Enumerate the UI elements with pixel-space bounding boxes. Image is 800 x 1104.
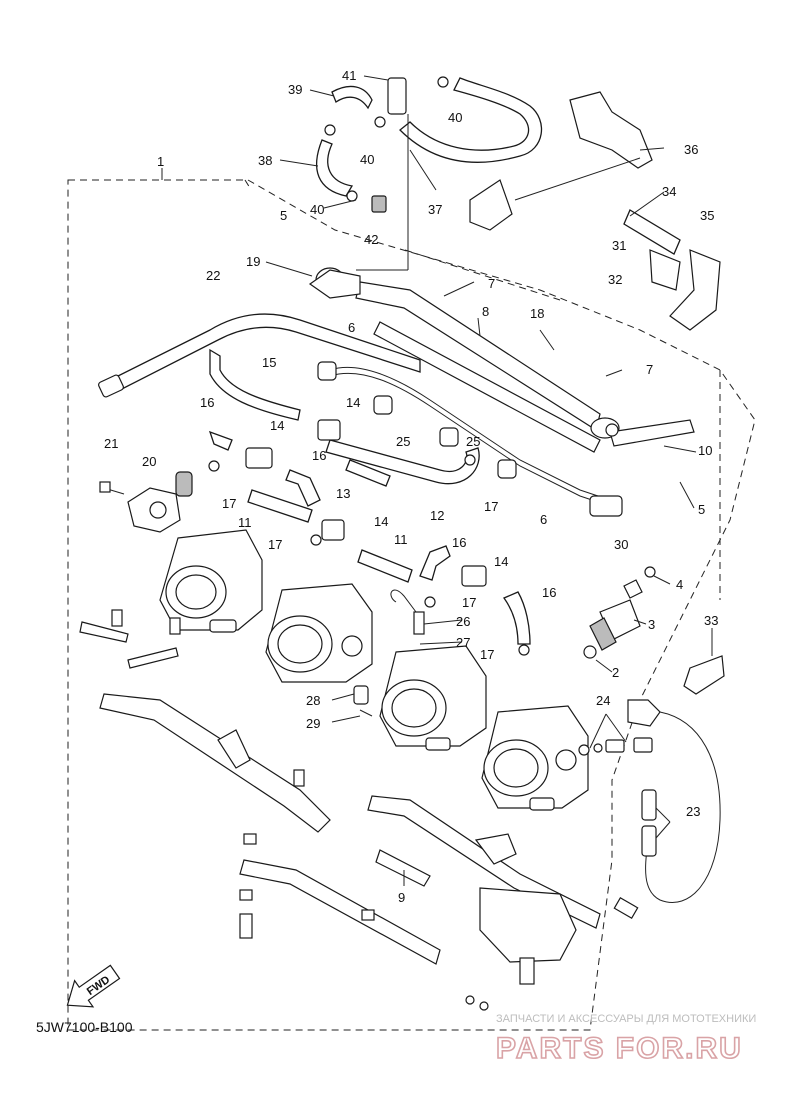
fittings xyxy=(208,419,530,656)
assembly-outline-inner xyxy=(244,179,721,600)
callout-34: 34 xyxy=(662,184,676,199)
callout-15: 15 xyxy=(262,355,276,370)
callout-39: 39 xyxy=(288,82,302,97)
throttle-body-2 xyxy=(265,583,373,683)
callout-31: 31 xyxy=(612,238,626,253)
vacuum-pipe xyxy=(109,313,421,393)
callout-37: 37 xyxy=(428,202,442,217)
callout-23: 23 xyxy=(686,804,700,819)
callout-14c: 14 xyxy=(374,514,388,529)
assembly-outline xyxy=(67,179,756,1031)
callout-21: 21 xyxy=(104,436,118,451)
callout-20: 20 xyxy=(142,454,156,469)
throttle-position-sensor xyxy=(99,471,193,533)
middle-hoses xyxy=(208,430,531,645)
callout-17d: 17 xyxy=(480,647,494,662)
throttle-body-4 xyxy=(481,705,589,811)
callout-19: 19 xyxy=(246,254,260,269)
callout-38: 38 xyxy=(258,153,272,168)
callout-11b: 11 xyxy=(394,532,408,547)
right-link-rail xyxy=(239,795,639,985)
callout-3: 3 xyxy=(648,617,655,632)
callout-7b: 7 xyxy=(646,362,653,377)
fuel-rail xyxy=(308,267,620,453)
callout-13: 13 xyxy=(336,486,350,501)
callout-18: 18 xyxy=(530,306,544,321)
fuel-hose-connectors xyxy=(469,91,721,331)
injector-harness xyxy=(317,361,695,517)
callout-12: 12 xyxy=(430,508,444,523)
callout-16: 16 xyxy=(200,395,214,410)
callout-7: 7 xyxy=(488,276,495,291)
vacuum-hose-group xyxy=(315,76,543,213)
callout-22: 22 xyxy=(206,268,220,283)
callout-1: 1 xyxy=(157,154,164,169)
callout-41: 41 xyxy=(342,68,356,83)
small-parts xyxy=(239,589,489,1011)
callout-17: 17 xyxy=(222,496,236,511)
left-link-rail xyxy=(79,609,331,833)
callout-40c: 40 xyxy=(310,202,324,217)
callout-5b: 5 xyxy=(698,502,705,517)
callout-6: 6 xyxy=(348,320,355,335)
throttle-body-3 xyxy=(379,645,487,751)
callout-4: 4 xyxy=(676,577,683,592)
callout-28: 28 xyxy=(306,693,320,708)
hose-15 xyxy=(209,348,301,421)
callout-36: 36 xyxy=(684,142,698,157)
callout-9: 9 xyxy=(398,890,405,905)
callout-40: 40 xyxy=(448,110,462,125)
callout-16c: 16 xyxy=(452,535,466,550)
callout-5: 5 xyxy=(280,208,287,223)
throttle-body-1 xyxy=(159,529,263,633)
callout-25b: 25 xyxy=(466,434,480,449)
callout-10: 10 xyxy=(698,443,712,458)
callout-6b: 6 xyxy=(540,512,547,527)
callout-17c: 17 xyxy=(462,595,476,610)
callout-17e: 17 xyxy=(484,499,498,514)
callout-numbers: 1 2 3 4 5 5 6 6 7 7 8 9 10 11 11 12 13 1… xyxy=(104,68,718,905)
callout-17b: 17 xyxy=(268,537,282,552)
callout-25: 25 xyxy=(396,434,410,449)
callout-42: 42 xyxy=(364,232,378,247)
callout-24: 24 xyxy=(596,693,610,708)
callout-33: 33 xyxy=(704,613,718,628)
fuel-injector xyxy=(583,423,656,659)
diagram-code: 5JW7100-B100 xyxy=(36,1019,133,1035)
watermark-main-text: PARTS FOR.RU xyxy=(496,1032,743,1065)
callout-27: 27 xyxy=(456,635,470,650)
callout-14b: 14 xyxy=(270,418,284,433)
callout-11: 11 xyxy=(238,515,252,530)
callout-14d: 14 xyxy=(494,554,508,569)
callout-16d: 16 xyxy=(542,585,556,600)
callout-32: 32 xyxy=(608,272,622,287)
callout-8: 8 xyxy=(482,304,489,319)
watermark-top-text: ЗАПЧАСТИ И АКСЕССУАРЫ ДЛЯ МОТОТЕХНИКИ xyxy=(496,1013,756,1025)
callout-16b: 16 xyxy=(312,448,326,463)
callout-29: 29 xyxy=(306,716,320,731)
callout-26: 26 xyxy=(456,614,470,629)
throttle-cable xyxy=(578,655,725,903)
callout-2: 2 xyxy=(612,665,619,680)
callout-30: 30 xyxy=(614,537,628,552)
callout-40b: 40 xyxy=(360,152,374,167)
watermark-logo: ЗАПЧАСТИ И АКСЕССУАРЫ ДЛЯ МОТОТЕХНИКИ PA… xyxy=(495,1013,756,1066)
callout-35: 35 xyxy=(700,208,714,223)
callout-14: 14 xyxy=(346,395,360,410)
leader-lines xyxy=(161,75,713,886)
